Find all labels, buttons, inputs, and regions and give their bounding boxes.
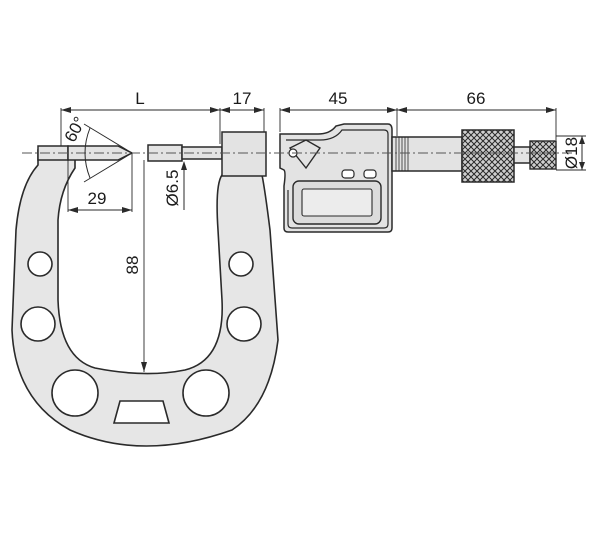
frame-hole-right-upper: [228, 251, 254, 277]
ratchet-stop[interactable]: [513, 140, 557, 170]
frame-slot: [112, 400, 171, 424]
extension-lines: [60, 108, 586, 372]
dim-thimble-length: 66: [467, 89, 486, 108]
dimension-lines: [61, 107, 585, 372]
dim-cone-length: 29: [88, 189, 107, 208]
dim-spindle-offset: 17: [233, 89, 252, 108]
knurled-thimble-icon[interactable]: [461, 129, 515, 183]
dim-anvil-diameter: Ø6.5: [163, 170, 182, 207]
dim-display-width: 45: [329, 89, 348, 108]
dim-throat-depth: 88: [123, 256, 142, 275]
dim-cone-angle: 60°: [61, 114, 90, 146]
micrometer-frame: [11, 149, 279, 447]
frame-hole-left-middle: [20, 306, 56, 342]
barrel-block: [221, 131, 267, 177]
frame-hole-right-middle: [226, 306, 262, 342]
display-buttons[interactable]: [341, 169, 377, 179]
frame-hole-left-bottom: [51, 369, 99, 417]
dim-thimble-diameter: Ø18: [562, 137, 581, 169]
display-housing: [279, 123, 393, 233]
frame-hole-right-bottom: [182, 369, 230, 417]
dim-length-L: L: [135, 89, 144, 108]
frame-hole-left-upper: [27, 251, 53, 277]
sleeve: [391, 136, 463, 172]
